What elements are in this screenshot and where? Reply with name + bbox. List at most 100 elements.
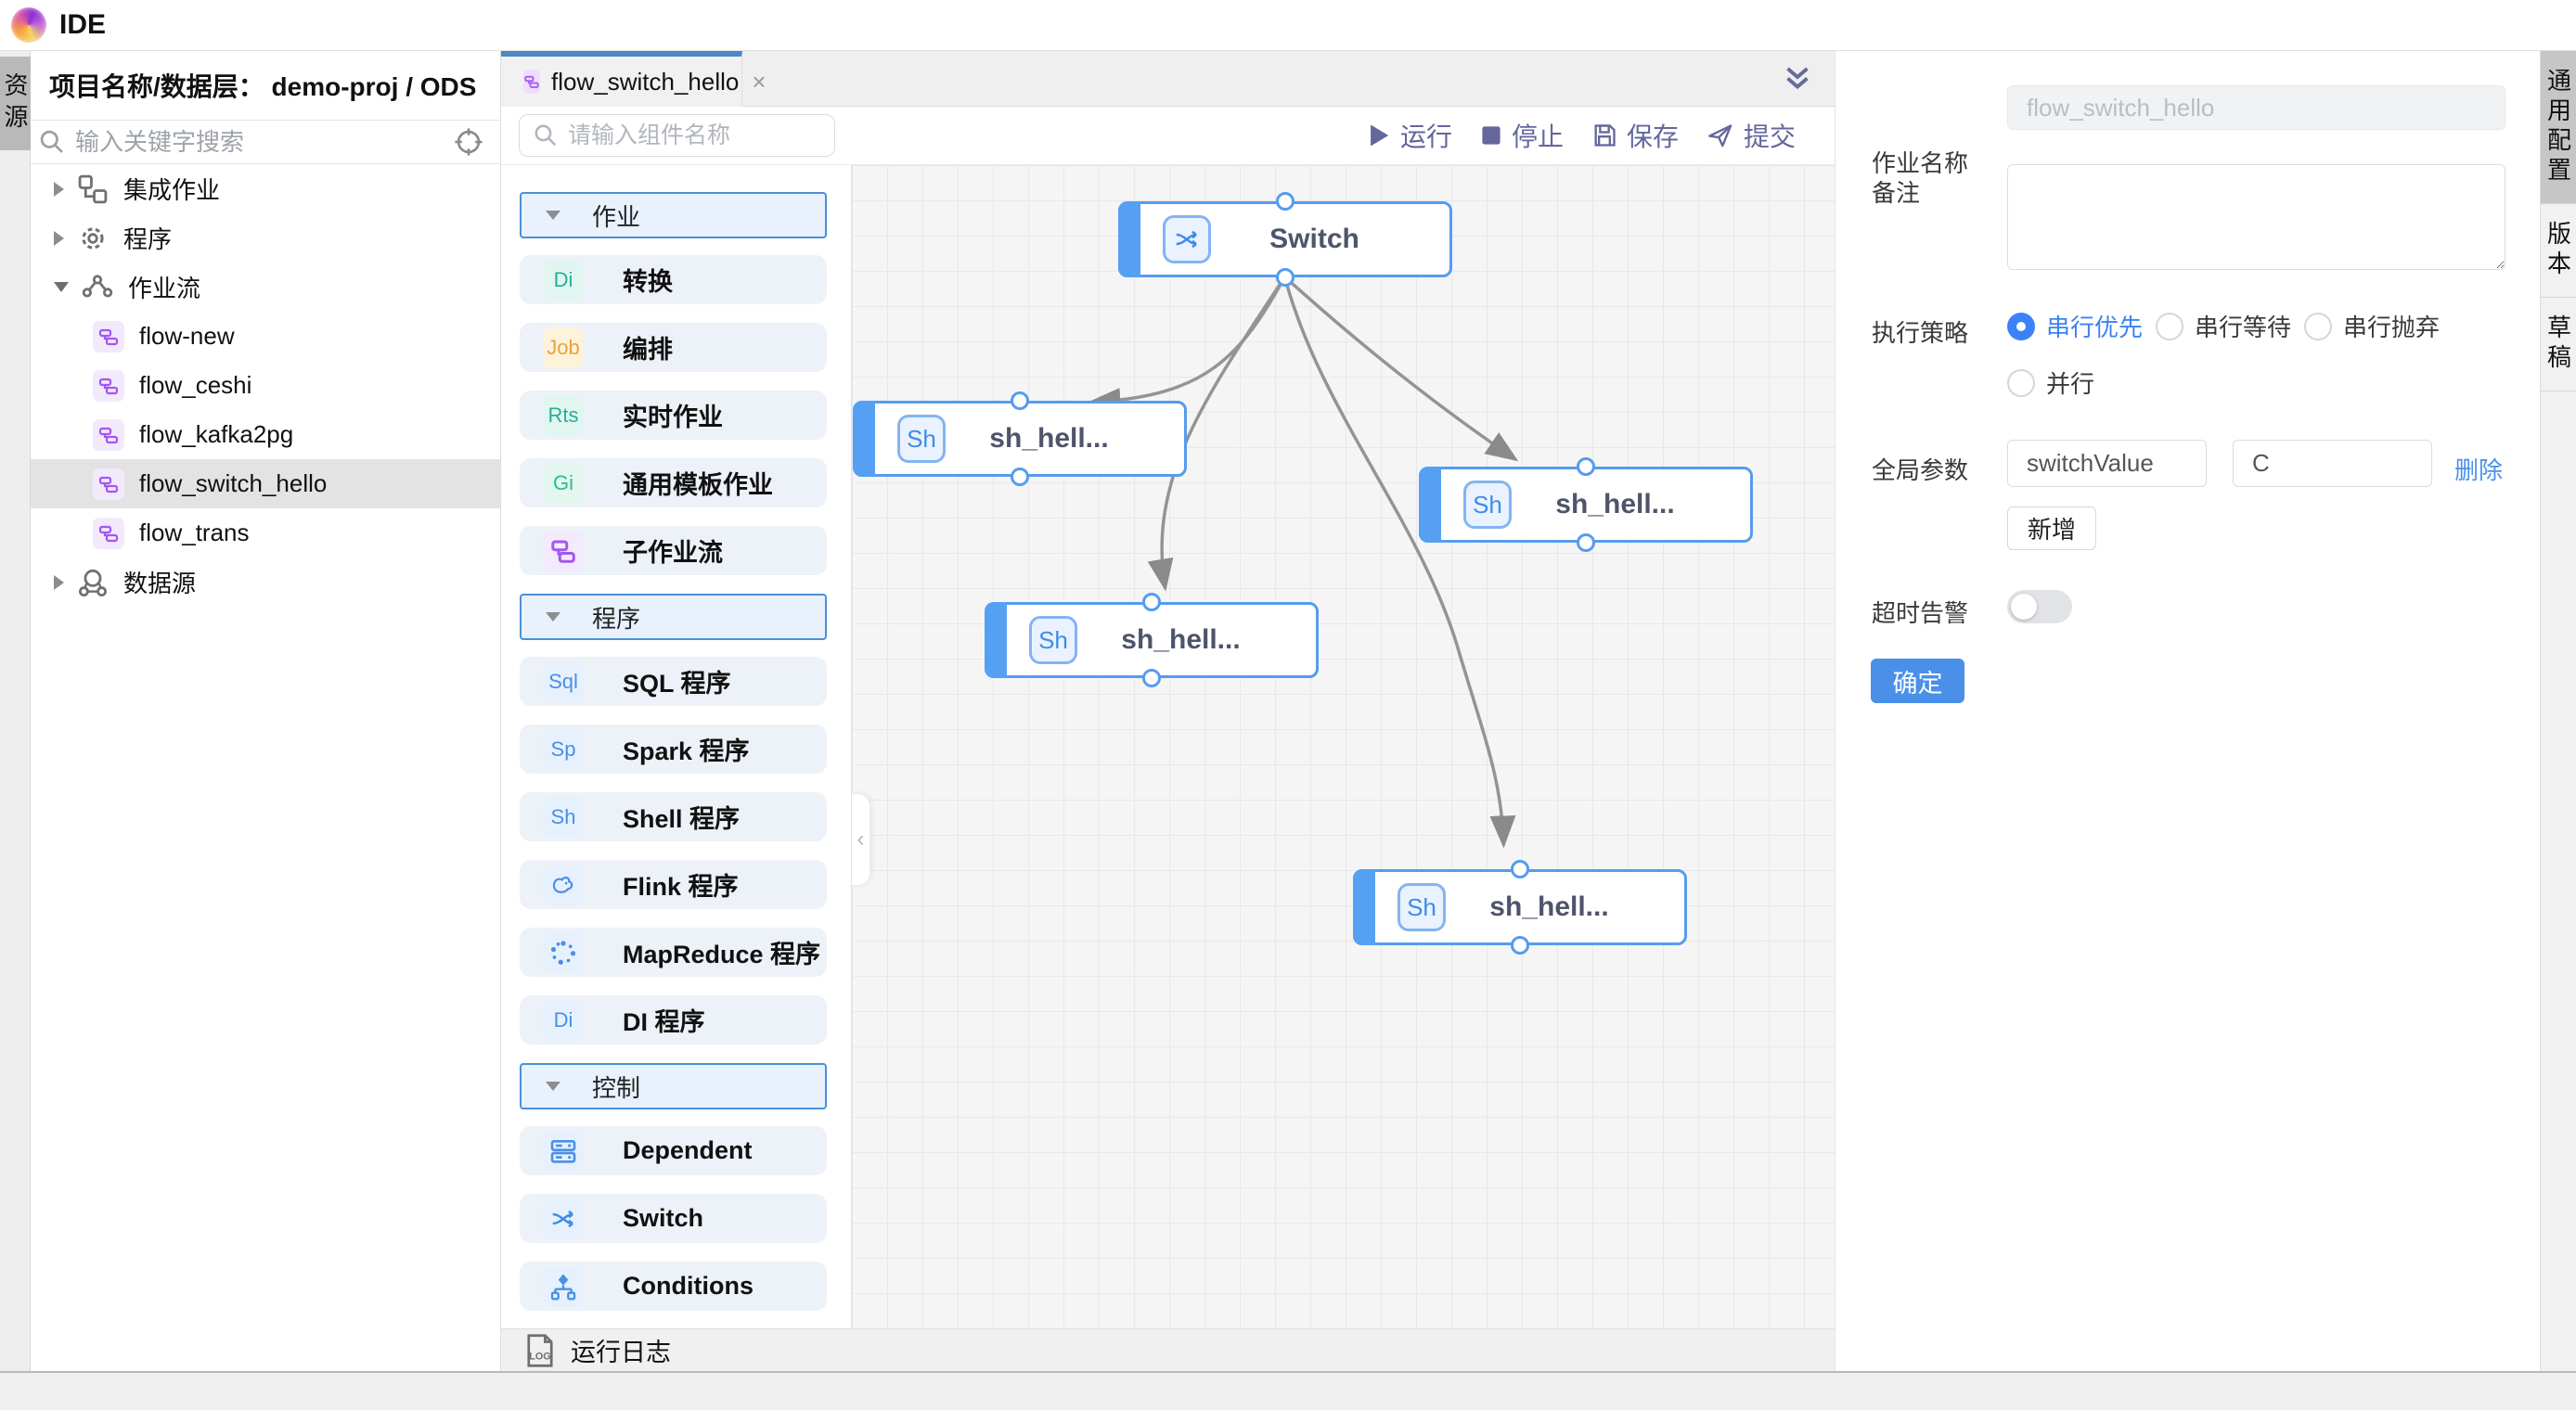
port-handle-bottom[interactable] xyxy=(1011,468,1029,486)
component-search xyxy=(519,114,867,157)
port-handle-bottom[interactable] xyxy=(1511,936,1529,955)
palette-section-控制[interactable]: 控制 xyxy=(520,1063,827,1109)
port-handle-top[interactable] xyxy=(1511,860,1529,878)
tree-item-flow_kafka2pg[interactable]: flow_kafka2pg xyxy=(31,410,500,459)
port-handle-bottom[interactable] xyxy=(1142,669,1161,687)
datasource-icon xyxy=(75,565,110,600)
port-handle-bottom[interactable] xyxy=(1577,533,1595,552)
port-handle-top[interactable] xyxy=(1142,593,1161,611)
run-log-bar[interactable]: LOG 运行日志 xyxy=(501,1328,1835,1371)
port-handle-top[interactable] xyxy=(1011,391,1029,410)
shell-badge: Sh xyxy=(1463,481,1512,529)
job-name-input[interactable] xyxy=(2007,85,2505,130)
add-param-button[interactable]: 新增 xyxy=(2007,506,2096,550)
palette-item-DI 程序[interactable]: DiDI 程序 xyxy=(520,995,827,1045)
tree-item-flow-new[interactable]: flow-new xyxy=(31,312,500,361)
paper-plane-icon xyxy=(1707,122,1734,148)
caret-down-icon[interactable] xyxy=(54,282,69,292)
remark-textarea[interactable] xyxy=(2007,164,2505,270)
component-search-input[interactable] xyxy=(568,122,867,149)
palette-item-Spark 程序[interactable]: SpSpark 程序 xyxy=(520,724,827,774)
confirm-button[interactable]: 确定 xyxy=(1871,659,1964,703)
node-badge-text: Sh xyxy=(1407,892,1436,921)
palette-item-Conditions[interactable]: Conditions xyxy=(520,1262,827,1311)
stop-button[interactable]: 停止 xyxy=(1480,117,1564,154)
palette-item-MapReduce 程序[interactable]: MapReduce 程序 xyxy=(520,928,827,977)
flow-icon xyxy=(91,417,126,453)
tree-item-flow_ceshi[interactable]: flow_ceshi xyxy=(31,361,500,410)
tree-item-flow_switch_hello[interactable]: flow_switch_hello xyxy=(31,459,500,508)
palette-item-label: MapReduce 程序 xyxy=(623,941,821,968)
palette-item-SQL 程序[interactable]: SqlSQL 程序 xyxy=(520,657,827,706)
tree-item-flow_trans[interactable]: flow_trans xyxy=(31,508,500,558)
node-accent-bar xyxy=(853,401,875,477)
caret-down-icon xyxy=(546,211,560,220)
param-value-input[interactable] xyxy=(2233,440,2432,487)
palette-item-Switch[interactable]: Switch xyxy=(520,1194,827,1243)
radio-circle-icon xyxy=(2156,312,2183,340)
project-breadcrumb: 项目名称/数据层： demo-proj / ODS xyxy=(31,51,500,121)
palette-item-label: 编排 xyxy=(623,336,673,364)
workflow-file-icon xyxy=(523,70,540,94)
palette-item-子作业流[interactable]: 子作业流 xyxy=(520,526,827,575)
submit-button[interactable]: 提交 xyxy=(1707,117,1796,154)
port-handle-top[interactable] xyxy=(1276,192,1294,211)
radio-串行优先[interactable]: 串行优先 xyxy=(2007,309,2156,343)
canvas-node-Switch[interactable]: Switch xyxy=(1118,192,1452,287)
radio-串行抛弃[interactable]: 串行抛弃 xyxy=(2304,309,2453,343)
radio-串行等待[interactable]: 串行等待 xyxy=(2156,309,2304,343)
sidebar-search-input[interactable] xyxy=(75,127,454,157)
svg-text:LOG: LOG xyxy=(529,1351,551,1362)
tree-item-数据源[interactable]: 数据源 xyxy=(31,558,500,607)
workflow-icon xyxy=(80,270,115,305)
palette-item-label: Shell 程序 xyxy=(623,805,741,833)
caret-right-icon[interactable] xyxy=(54,574,64,590)
tree-item-label: 数据源 xyxy=(123,570,197,597)
right-rail-tab-草稿[interactable]: 草稿 xyxy=(2541,298,2576,391)
close-tab-icon[interactable]: × xyxy=(752,67,766,96)
right-rail: 通用配置版本草稿 xyxy=(2540,51,2576,1371)
palette-item-label: Flink 程序 xyxy=(623,873,739,901)
radio-并行[interactable]: 并行 xyxy=(2007,365,2156,400)
tree-item-程序[interactable]: 程序 xyxy=(31,213,500,263)
port-handle-bottom[interactable] xyxy=(1276,268,1294,287)
caret-right-icon[interactable] xyxy=(54,181,64,197)
save-button[interactable]: 保存 xyxy=(1591,117,1679,154)
left-rail-tab-resources[interactable]: 资源 xyxy=(0,57,31,150)
run-button[interactable]: 运行 xyxy=(1367,117,1452,154)
palette-section-作业[interactable]: 作业 xyxy=(520,192,827,238)
locate-target-icon[interactable] xyxy=(454,127,483,157)
radio-circle-icon xyxy=(2304,312,2332,340)
palette-item-label: 转换 xyxy=(623,268,673,296)
tree-item-label: flow_kafka2pg xyxy=(139,420,294,448)
right-rail-tab-通用配置[interactable]: 通用配置 xyxy=(2541,51,2576,204)
palette-section-程序[interactable]: 程序 xyxy=(520,594,827,640)
tab-title: flow_switch_hello xyxy=(551,67,740,96)
palette-item-label: Spark 程序 xyxy=(623,737,750,765)
palette-item-Dependent[interactable]: Dependent xyxy=(520,1126,827,1175)
param-key-input[interactable] xyxy=(2007,440,2207,487)
collapse-palette-handle[interactable]: ‹ xyxy=(852,793,870,886)
timeout-toggle[interactable] xyxy=(2007,590,2072,623)
editor-tab-flow-switch-hello[interactable]: flow_switch_hello × xyxy=(501,51,766,107)
tree-item-作业流[interactable]: 作业流 xyxy=(31,263,500,312)
palette-item-Flink 程序[interactable]: Flink 程序 xyxy=(520,860,827,909)
tree-item-集成作业[interactable]: 集成作业 xyxy=(31,164,500,213)
collapse-tabs-icon[interactable] xyxy=(1781,64,1814,96)
right-rail-tab-版本[interactable]: 版本 xyxy=(2541,204,2576,298)
delete-param-link[interactable]: 删除 xyxy=(2454,456,2504,484)
strategy-radio-group: 串行优先串行等待串行抛弃并行 xyxy=(2007,309,2499,400)
caret-right-icon[interactable] xyxy=(54,230,64,246)
tree-item-label: flow_trans xyxy=(139,519,250,546)
palette-item-Shell 程序[interactable]: ShShell 程序 xyxy=(520,792,827,841)
port-handle-top[interactable] xyxy=(1577,457,1595,476)
